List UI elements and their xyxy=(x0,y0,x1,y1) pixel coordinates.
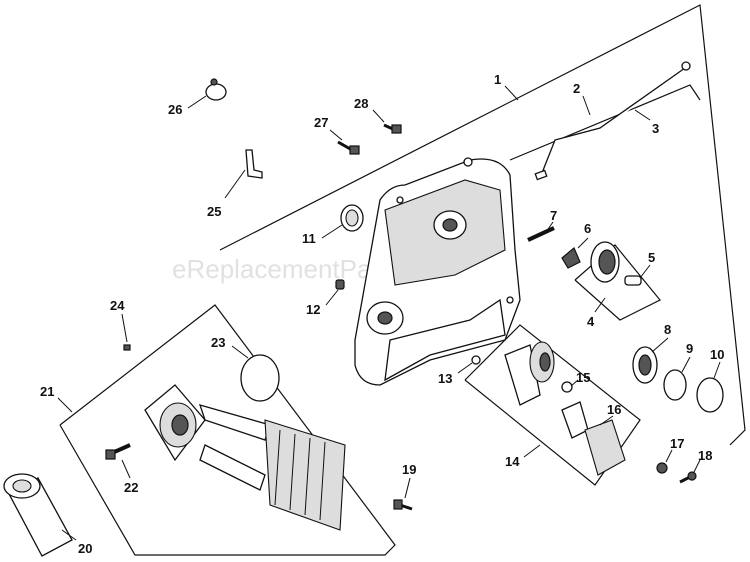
callout-2: 2 xyxy=(573,81,580,96)
leader-11 xyxy=(321,224,343,239)
callout-25: 25 xyxy=(207,204,221,219)
leader-18 xyxy=(693,459,701,473)
callout-10: 10 xyxy=(710,347,724,362)
callout-26: 26 xyxy=(168,102,182,117)
leader-22 xyxy=(121,459,131,479)
group-frame-14 xyxy=(464,324,641,486)
callout-16: 16 xyxy=(607,402,621,417)
small-pin-part xyxy=(123,344,131,351)
callout-12: 12 xyxy=(306,302,320,317)
screw-part-28 xyxy=(383,123,402,134)
governor-gear-part xyxy=(590,241,620,283)
callout-18: 18 xyxy=(698,448,712,463)
oil-cooler-assembly-part xyxy=(144,384,346,531)
oring-part-15 xyxy=(561,381,573,393)
leader-19 xyxy=(404,477,411,499)
leader-14 xyxy=(523,444,541,458)
washer-part xyxy=(561,247,581,269)
leader-23 xyxy=(231,345,249,359)
nut-part xyxy=(656,462,668,474)
callout-9: 9 xyxy=(686,341,693,356)
callout-8: 8 xyxy=(664,322,671,337)
leader-15 xyxy=(570,379,579,387)
callout-27: 27 xyxy=(314,115,328,130)
callout-14: 14 xyxy=(505,454,520,469)
dipstick-part xyxy=(534,61,691,181)
leader-10 xyxy=(713,361,721,379)
callout-28: 28 xyxy=(354,96,368,111)
leader-21 xyxy=(57,397,73,413)
callout-17: 17 xyxy=(670,436,684,451)
leader-2 xyxy=(582,95,591,116)
shaft-part xyxy=(527,226,555,242)
plug-part xyxy=(335,279,345,290)
callout-1: 1 xyxy=(494,72,501,87)
leader-13 xyxy=(457,362,473,374)
relief-valve-part xyxy=(561,401,626,476)
group-frame-21 xyxy=(59,304,396,556)
leader-9 xyxy=(681,356,691,373)
callout-21: 21 xyxy=(40,384,54,399)
callout-5: 5 xyxy=(648,250,655,265)
ring-part-9 xyxy=(663,369,687,401)
callout-11: 11 xyxy=(302,231,316,246)
leader-7 xyxy=(545,221,554,233)
ring-part-10 xyxy=(696,377,724,413)
leader-24 xyxy=(121,313,128,343)
screw-part-27 xyxy=(337,140,360,155)
screw-part-18 xyxy=(679,471,697,484)
leader-12 xyxy=(325,289,339,306)
leader-17 xyxy=(665,449,673,463)
callout-15: 15 xyxy=(576,370,590,385)
leader-27 xyxy=(329,129,343,141)
small-oring-part xyxy=(471,355,481,365)
leader-5 xyxy=(639,264,651,279)
leader-3 xyxy=(634,109,651,121)
callout-24: 24 xyxy=(110,298,125,313)
bolt-part-19 xyxy=(393,499,413,511)
callout-23: 23 xyxy=(211,335,225,350)
callout-4: 4 xyxy=(587,314,595,329)
elbow-fitting-part xyxy=(245,149,263,179)
leader-25 xyxy=(224,169,246,199)
leader-4 xyxy=(594,297,606,313)
callout-7: 7 xyxy=(550,208,557,223)
pin-part xyxy=(624,275,642,286)
pressure-switch-part xyxy=(205,78,227,101)
callout-22: 22 xyxy=(124,480,138,495)
oil-seal-part xyxy=(632,346,658,384)
gasket-part xyxy=(240,354,280,402)
callout-20: 20 xyxy=(78,541,92,556)
callout-3: 3 xyxy=(652,121,659,136)
leader-16 xyxy=(599,415,614,426)
callout-19: 19 xyxy=(402,462,416,477)
leader-8 xyxy=(651,337,669,353)
bolt-part-22 xyxy=(105,443,131,460)
oil-pump-part xyxy=(504,341,555,406)
callout-13: 13 xyxy=(438,371,452,386)
group-frame-2-3 xyxy=(509,84,701,161)
seal-part-11 xyxy=(340,204,364,232)
leader-6 xyxy=(577,237,589,249)
group-frame-1 xyxy=(219,4,746,446)
leader-20 xyxy=(61,529,77,541)
leader-1 xyxy=(504,85,519,101)
gear-cover-part xyxy=(354,157,521,386)
leader-26 xyxy=(187,95,207,109)
callout-6: 6 xyxy=(584,221,591,236)
oil-filter-part xyxy=(3,473,73,557)
leader-28 xyxy=(372,109,385,123)
